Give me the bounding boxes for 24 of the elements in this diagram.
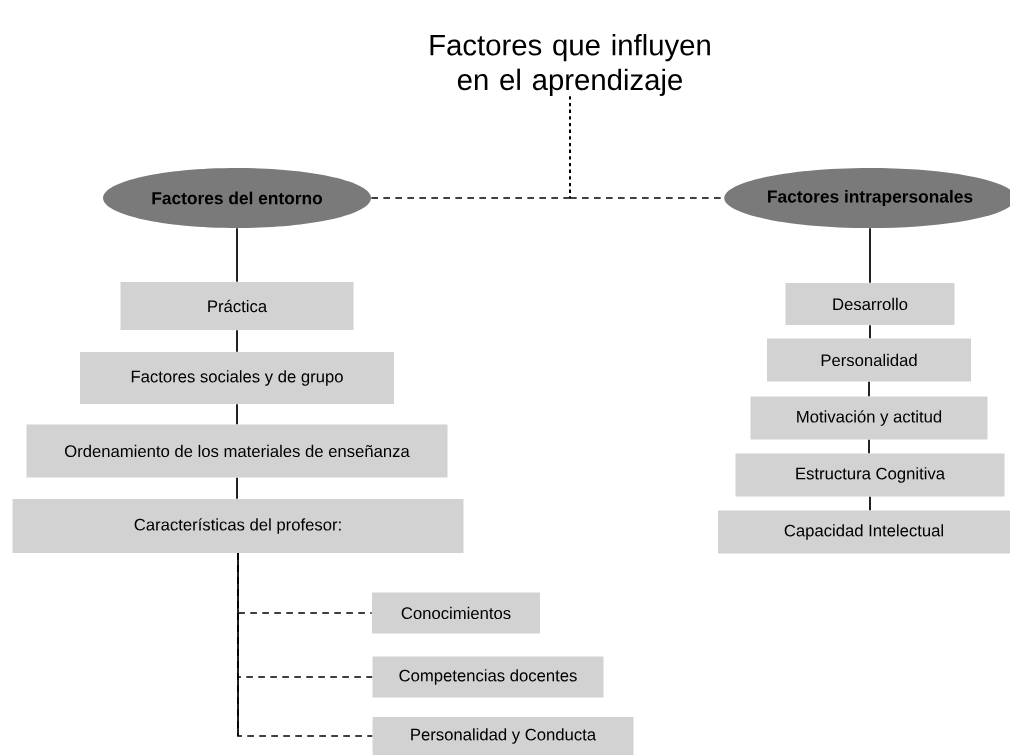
factor-box: Motivación y actitud xyxy=(750,396,988,440)
factor-box: Competencias docentes xyxy=(372,656,604,698)
factor-box: Práctica xyxy=(120,282,354,330)
connector-line xyxy=(869,227,871,284)
connector-line xyxy=(236,403,238,426)
connector-trunk xyxy=(569,95,571,199)
connector-line xyxy=(236,329,238,353)
connector-line xyxy=(868,380,870,398)
factor-box: Capacidad Intelectual xyxy=(718,510,1010,554)
title-text: Factores que influyen en el aprendizaje xyxy=(430,34,710,96)
connector-line xyxy=(236,227,238,283)
factor-box: Personalidad y Conducta xyxy=(372,717,634,755)
factor-box: Conocimientos xyxy=(372,592,540,634)
connector-line xyxy=(869,324,871,340)
connector-line xyxy=(236,476,238,500)
factor-box: Estructura Cognitiva xyxy=(735,453,1005,497)
dashed-connector xyxy=(370,197,571,199)
factor-box: Desarrollo xyxy=(785,283,955,325)
factor-box: Ordenamiento de los materiales de enseñanza xyxy=(26,424,448,478)
factor-box: Características del profesor: xyxy=(12,499,464,553)
factor-box: Factores sociales y de grupo xyxy=(80,352,394,404)
connector-line xyxy=(868,438,870,455)
connector-line xyxy=(869,495,871,512)
factor-box: Personalidad xyxy=(767,338,971,382)
